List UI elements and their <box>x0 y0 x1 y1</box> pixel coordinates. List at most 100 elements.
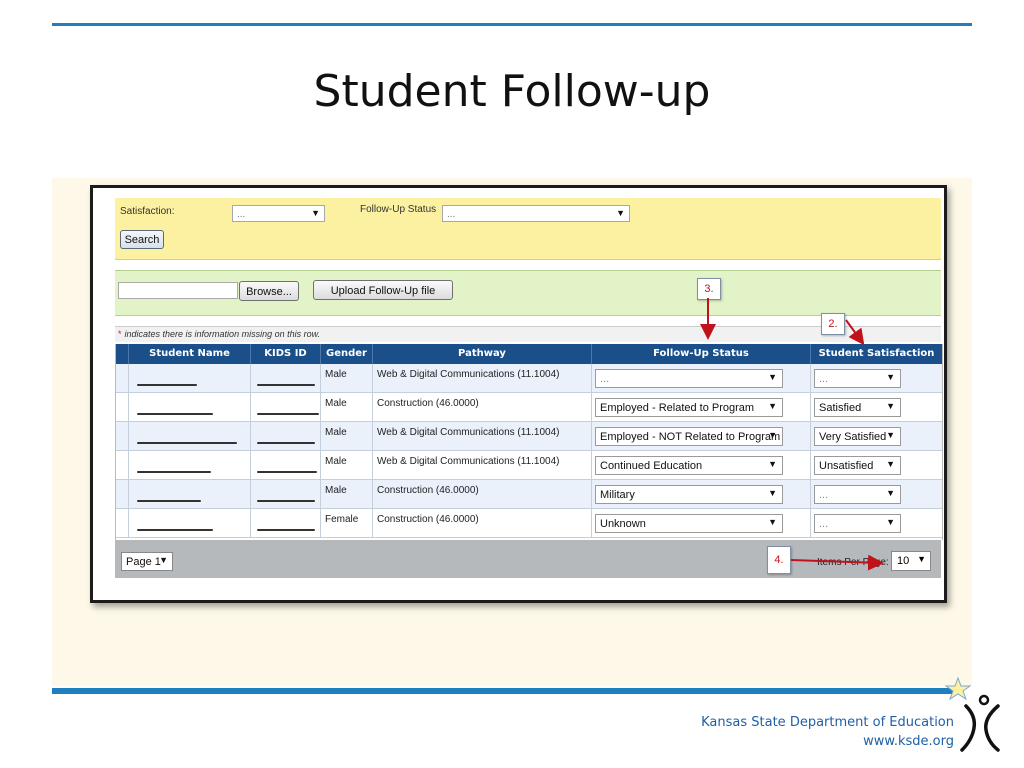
items-per-page-select[interactable]: 10 ▼ <box>891 551 931 571</box>
cell-gender: Male <box>320 364 372 392</box>
followup-value: ... <box>600 373 610 385</box>
followup-value: Employed - NOT Related to Program <box>600 431 781 443</box>
cell-kids-id <box>250 509 320 537</box>
satisfaction-value: ... <box>819 373 829 385</box>
table-row[interactable]: Male Web & Digital Communications (11.100… <box>116 422 942 451</box>
chevron-down-icon: ▼ <box>886 459 895 469</box>
cell-student-satisfaction: Unsatisfied▼ <box>810 451 942 479</box>
followup-value: Continued Education <box>600 460 703 472</box>
cell-followup-status: Unknown ▼ <box>591 509 810 537</box>
footer: Kansas State Department of Education www… <box>701 713 954 751</box>
cell-kids-id <box>250 480 320 508</box>
chevron-down-icon: ▼ <box>768 517 777 527</box>
filter-panel: Satisfaction: ... ▼ Follow-Up Status ...… <box>115 198 941 260</box>
redacted-name <box>137 384 197 386</box>
col-pathway[interactable]: Pathway <box>372 344 591 364</box>
cell-student-name <box>128 422 250 450</box>
followup-status-dropdown[interactable]: Continued Education▼ <box>595 456 783 475</box>
satisfaction-dropdown[interactable]: ... ▼ <box>814 369 901 388</box>
chevron-down-icon: ▼ <box>768 372 777 382</box>
cell-student-name <box>128 364 250 392</box>
col-student-satisfaction[interactable]: Student Satisfaction <box>810 344 942 364</box>
gender-text: Male <box>325 398 347 409</box>
satisfaction-dropdown[interactable]: Unsatisfied▼ <box>814 456 901 475</box>
bottom-rule <box>52 688 957 694</box>
redacted-id <box>257 500 315 502</box>
col-gender[interactable]: Gender <box>320 344 372 364</box>
gender-text: Male <box>325 369 347 380</box>
redacted-name <box>137 471 211 473</box>
cell-student-name <box>128 509 250 537</box>
top-rule <box>52 23 972 26</box>
cell-student-satisfaction: Very Satisfied▼ <box>810 422 942 450</box>
satisfaction-value: ... <box>819 489 829 501</box>
followup-status-dropdown[interactable]: Employed - NOT Related to Program▼ <box>595 427 783 446</box>
search-button[interactable]: Search <box>120 230 164 249</box>
followup-status-dropdown[interactable]: ... ▼ <box>595 369 783 388</box>
cell-student-satisfaction: ... ▼ <box>810 364 942 392</box>
satisfaction-dropdown[interactable]: ... ▼ <box>814 514 901 533</box>
pager-bar: Page 1 ▼ Items Per Page: 10 ▼ <box>115 540 941 578</box>
col-student-name[interactable]: Student Name <box>128 344 250 364</box>
slide-title: Student Follow-up <box>313 66 711 117</box>
upload-panel: Browse... Upload Follow-Up file <box>115 270 941 316</box>
file-path-input[interactable] <box>118 282 238 299</box>
redacted-name <box>137 529 213 531</box>
followup-value: Unknown <box>600 518 646 530</box>
redacted-name <box>137 500 201 502</box>
cell-student-name <box>128 451 250 479</box>
redacted-id <box>257 442 315 444</box>
cell-student-satisfaction: ... ▼ <box>810 509 942 537</box>
cell-pathway: Web & Digital Communications (11.1004) <box>372 364 591 392</box>
gender-text: Male <box>325 485 347 496</box>
satisfaction-select[interactable]: ... ▼ <box>232 205 325 222</box>
cell-student-satisfaction: ...▼ <box>810 480 942 508</box>
cell-followup-status: Employed - Related to Program▼ <box>591 393 810 421</box>
followup-status-dropdown[interactable]: Unknown ▼ <box>595 514 783 533</box>
col-followup-status[interactable]: Follow-Up Status <box>591 344 810 364</box>
upload-followup-button[interactable]: Upload Follow-Up file <box>313 280 453 300</box>
chevron-down-icon: ▼ <box>886 517 895 527</box>
cell-kids-id <box>250 393 320 421</box>
missing-info-note: *indicates there is information missing … <box>115 326 941 342</box>
ksde-logo-icon <box>944 676 1000 752</box>
col-kids-id[interactable]: KIDS ID <box>250 344 320 364</box>
satisfaction-dropdown[interactable]: Very Satisfied▼ <box>814 427 901 446</box>
pathway-text: Web & Digital Communications (11.1004) <box>377 427 560 438</box>
cell-followup-status: Military▼ <box>591 480 810 508</box>
pathway-text: Construction (46.0000) <box>377 514 479 525</box>
gender-text: Female <box>325 514 359 525</box>
cell-pathway: Web & Digital Communications (11.1004) <box>372 422 591 450</box>
cell-followup-status: Continued Education▼ <box>591 451 810 479</box>
browse-button[interactable]: Browse... <box>239 281 299 301</box>
gender-text: Male <box>325 456 347 467</box>
cell-pathway: Construction (46.0000) <box>372 480 591 508</box>
gender-text: Male <box>325 427 347 438</box>
chevron-down-icon: ▼ <box>616 208 625 218</box>
table-row[interactable]: Male Web & Digital Communications (11.100… <box>116 364 942 393</box>
followup-status-dropdown[interactable]: Employed - Related to Program▼ <box>595 398 783 417</box>
followup-status-select[interactable]: ... ▼ <box>442 205 630 222</box>
page-select[interactable]: Page 1 ▼ <box>121 552 173 571</box>
chevron-down-icon: ▼ <box>768 488 777 498</box>
cell-kids-id <box>250 364 320 392</box>
callout-4: 4. <box>767 546 791 574</box>
satisfaction-value: ... <box>819 518 829 530</box>
followup-status-dropdown[interactable]: Military▼ <box>595 485 783 504</box>
redacted-id <box>257 471 317 473</box>
chevron-down-icon: ▼ <box>886 430 895 440</box>
satisfaction-dropdown[interactable]: ...▼ <box>814 485 901 504</box>
chevron-down-icon: ▼ <box>886 372 895 382</box>
cell-kids-id <box>250 422 320 450</box>
items-per-page-label: Items Per Page: <box>817 557 889 568</box>
table-row[interactable]: Female Construction (46.0000) Unknown ▼... ▼ <box>116 509 942 538</box>
cell-gender: Male <box>320 451 372 479</box>
pathway-text: Web & Digital Communications (11.1004) <box>377 369 560 380</box>
cell-student-name <box>128 480 250 508</box>
callout-3: 3. <box>697 278 721 300</box>
satisfaction-dropdown[interactable]: Satisfied▼ <box>814 398 901 417</box>
footer-url[interactable]: www.ksde.org <box>863 734 954 749</box>
